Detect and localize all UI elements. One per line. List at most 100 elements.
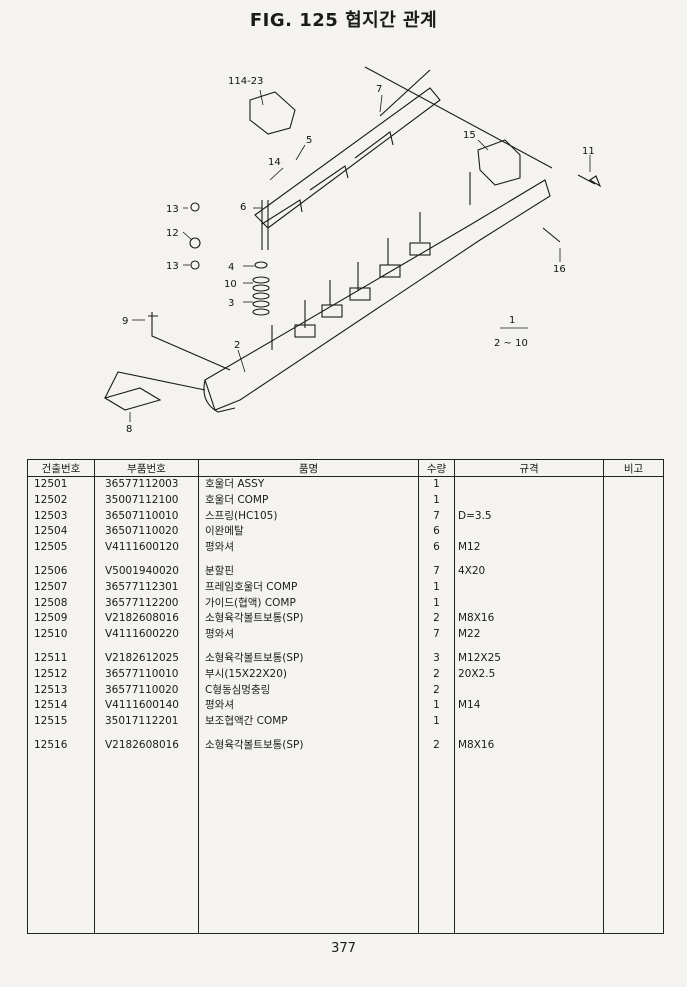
callout-label: 1 [509,315,515,326]
callout-label: 7 [376,84,382,95]
table-cell: V5001940020 [105,564,179,577]
table-cell: 7 [433,564,440,577]
table-cell [458,714,603,730]
table-cell: 12501 [34,478,68,490]
callout-label: 6 [240,202,246,213]
table-cell: 소형육각볼트보통(SP) [205,738,304,751]
table-cell: 12515 [34,715,68,728]
table-cell: 평와셔 [205,541,234,554]
table-cell: 2 [433,612,440,625]
table-cell: M12 [458,541,481,554]
table-cell: V2182612025 [105,651,179,664]
table-cell [458,493,603,509]
table-cell: M14 [458,699,481,712]
table-cell: 12513 [34,683,68,696]
table-cell: 6 [433,541,440,554]
table-cell [458,596,603,612]
table-cell: 평와셔 [205,628,234,641]
table-cell: 36577110010 [105,667,179,680]
table-cell: 12516 [34,738,68,751]
callout-label: 13 [166,261,179,272]
table-cell: V2182608016 [105,738,179,751]
table-cell: 분할핀 [205,564,234,577]
table-cell: 36507110020 [105,525,179,538]
page-title: FIG. 125 협지간 관계 [249,10,438,31]
table-cell: 7 [433,509,440,522]
table-cell: 12506 [34,564,68,577]
exploded-parts-diagram: 114-23 7 5 14 15 11 13 12 6 13 16 4 10 3… [103,66,602,435]
table-cell: 4X20 [458,564,486,577]
callout-label: 2 [234,340,240,351]
page-number: 377 [331,941,356,956]
table-cell: 12503 [34,509,68,522]
table-cell: M22 [458,628,481,641]
table-cell: 6 [433,525,440,538]
guide-bar [204,179,551,411]
table-body: 12501 12502 12503 12504 12505 12506 1250… [27,476,664,934]
table-cell: 20X2.5 [458,667,496,680]
table-cell: 1 [433,715,440,728]
table-cell: 35007112100 [105,493,179,506]
table-cell: 12514 [34,699,68,712]
table-cell: 보조협액간 COMP [205,715,288,728]
table-cell: 가이드(협액) COMP [205,596,296,609]
callout-label: 16 [553,264,566,275]
quantity-column: 1 1 7 6 6 7 1 1 2 7 3 2 2 1 1 2 [418,476,455,934]
table-cell: 소형육각볼트보통(SP) [205,612,304,625]
table-cell: 스프링(HC105) [205,509,278,522]
item-number-column: 12501 12502 12503 12504 12505 12506 1250… [27,476,95,934]
callout-label: 5 [306,135,312,146]
holder-bracket [249,91,296,135]
callout-label: 114-23 [228,76,263,87]
table-cell: 12512 [34,667,68,680]
divider-posts [271,172,471,350]
table-cell: 12505 [34,541,68,554]
callout-label: 8 [126,424,132,435]
column-header: 수량 [418,459,455,477]
parts-list-table: 건출번호 부품번호 품명 수량 규격 비고 12501 12502 12503 … [27,459,664,934]
table-cell: 프레임호울더 COMP [205,580,298,593]
table-cell: 12509 [34,612,68,625]
table-cell: 호울더 COMP [205,493,269,506]
table-cell: C형동심멍충링 [205,683,271,696]
spring-stack [252,276,270,316]
table-cell: 1 [433,580,440,593]
column-header: 건출번호 [27,459,95,477]
callout-label: 2 ~ 10 [494,338,528,349]
table-cell: 12507 [34,580,68,593]
callout-label: 9 [122,316,128,327]
table-cell [458,524,603,540]
table-cell: 12508 [34,596,68,609]
bolt [542,227,561,243]
column-header: 품명 [198,459,419,477]
table-cell: 호울더 ASSY [205,478,265,490]
diagram-callouts: 114-23 7 5 14 15 11 13 12 6 13 16 4 10 3… [122,76,595,435]
table-cell: 36577112301 [105,580,179,593]
callout-label: 14 [268,157,281,168]
table-cell: M8X16 [458,738,495,751]
table-cell: D=3.5 [458,509,492,522]
table-cell [458,683,603,699]
column-header: 비고 [603,459,664,477]
callout-label: 15 [463,130,476,141]
table-cell: 1 [433,493,440,506]
table-cell: 이완메탈 [205,525,244,538]
table-cell: 부시(15X22X20) [205,667,287,680]
callout-label: 4 [228,262,234,273]
table-cell: V2182608016 [105,612,179,625]
table-cell: 12510 [34,628,68,641]
table-cell: 1 [433,478,440,490]
table-cell: 3 [433,651,440,664]
table-cell: M8X16 [458,612,495,625]
table-cell: 소형육각볼트보통(SP) [205,651,304,664]
table-cell: V4111600220 [105,628,179,641]
callout-label: 13 [166,204,179,215]
part-number-column: 36577112003 35007112100 36507110010 3650… [94,476,199,934]
callout-label: 12 [166,228,179,239]
column-header: 부품번호 [94,459,199,477]
table-cell: 2 [433,738,440,751]
callout-label: 10 [224,279,237,290]
table-cell: 2 [433,667,440,680]
table-cell: 12511 [34,651,68,664]
part-name-column: 호울더 ASSY 호울더 COMP 스프링(HC105) 이완메탈 평와셔 분할… [198,476,419,934]
